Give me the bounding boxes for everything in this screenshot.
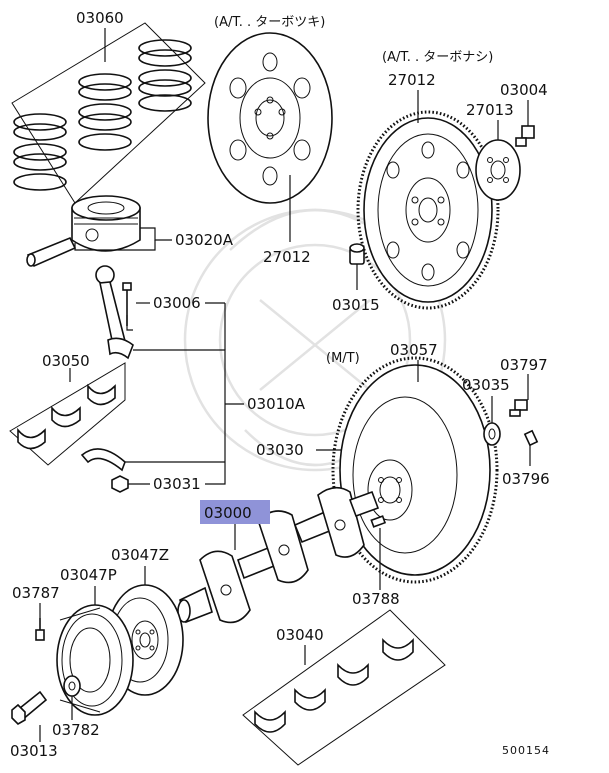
- label-03020a[interactable]: 03020A: [175, 231, 234, 249]
- label-03035[interactable]: 03035: [462, 376, 510, 394]
- label-03047p[interactable]: 03047P: [60, 566, 117, 584]
- label-03031[interactable]: 03031: [153, 475, 201, 493]
- crankshaft: [177, 486, 380, 624]
- adapter-plate: [475, 120, 521, 201]
- label-03057[interactable]: 03057: [390, 341, 438, 359]
- main-bearing-set: [242, 609, 446, 766]
- dowel-pin: [523, 429, 539, 466]
- label-03782[interactable]: 03782: [52, 721, 100, 739]
- piston-and-pin: [26, 195, 172, 268]
- note-mt: (M/T): [326, 351, 360, 366]
- label-03060[interactable]: 03060: [76, 9, 124, 27]
- flywheel-bolt: [509, 374, 529, 417]
- label-03787[interactable]: 03787: [12, 584, 60, 602]
- label-03030[interactable]: 03030: [256, 441, 304, 459]
- label-27013[interactable]: 27013: [466, 101, 514, 119]
- figure-number: 500154: [502, 744, 550, 757]
- watermark-emblem: [183, 208, 447, 472]
- label-03040[interactable]: 03040: [276, 626, 324, 644]
- connecting-rod: [95, 265, 150, 360]
- note-at-turbo: (A/T. . ターボツキ): [214, 15, 325, 30]
- conrod-bearing-set: [9, 362, 126, 466]
- label-03015[interactable]: 03015: [332, 296, 380, 314]
- label-03004[interactable]: 03004: [500, 81, 548, 99]
- label-03010a[interactable]: 03010A: [247, 395, 306, 413]
- crank-pin: [370, 515, 387, 590]
- pilot-bearing: [483, 396, 501, 446]
- pulley-bolt: [35, 603, 45, 641]
- pilot-bushing: [349, 243, 365, 290]
- label-03797[interactable]: 03797: [500, 356, 548, 374]
- label-03047z[interactable]: 03047Z: [111, 546, 169, 564]
- label-03013[interactable]: 03013: [10, 742, 58, 760]
- note-at-nonturbo: (A/T. . ターボナシ): [382, 50, 493, 65]
- part-highlight: [200, 500, 270, 524]
- label-27012-right[interactable]: 27012: [388, 71, 436, 89]
- drive-plate-ring-gear: [356, 90, 500, 310]
- piston-ring-set: [11, 22, 206, 204]
- label-03000[interactable]: 03000: [204, 504, 252, 522]
- crank-pulley-p: [56, 586, 134, 720]
- label-03796[interactable]: 03796: [502, 470, 550, 488]
- drive-plate-turbo: [207, 32, 333, 242]
- label-27012-left[interactable]: 27012: [263, 248, 311, 266]
- label-03006[interactable]: 03006: [153, 294, 201, 312]
- label-03050[interactable]: 03050: [42, 352, 90, 370]
- rod-cap-and-nut: [80, 302, 244, 493]
- crank-bolt: [11, 690, 48, 742]
- label-03788[interactable]: 03788: [352, 590, 400, 608]
- plate-bolt: [515, 100, 535, 147]
